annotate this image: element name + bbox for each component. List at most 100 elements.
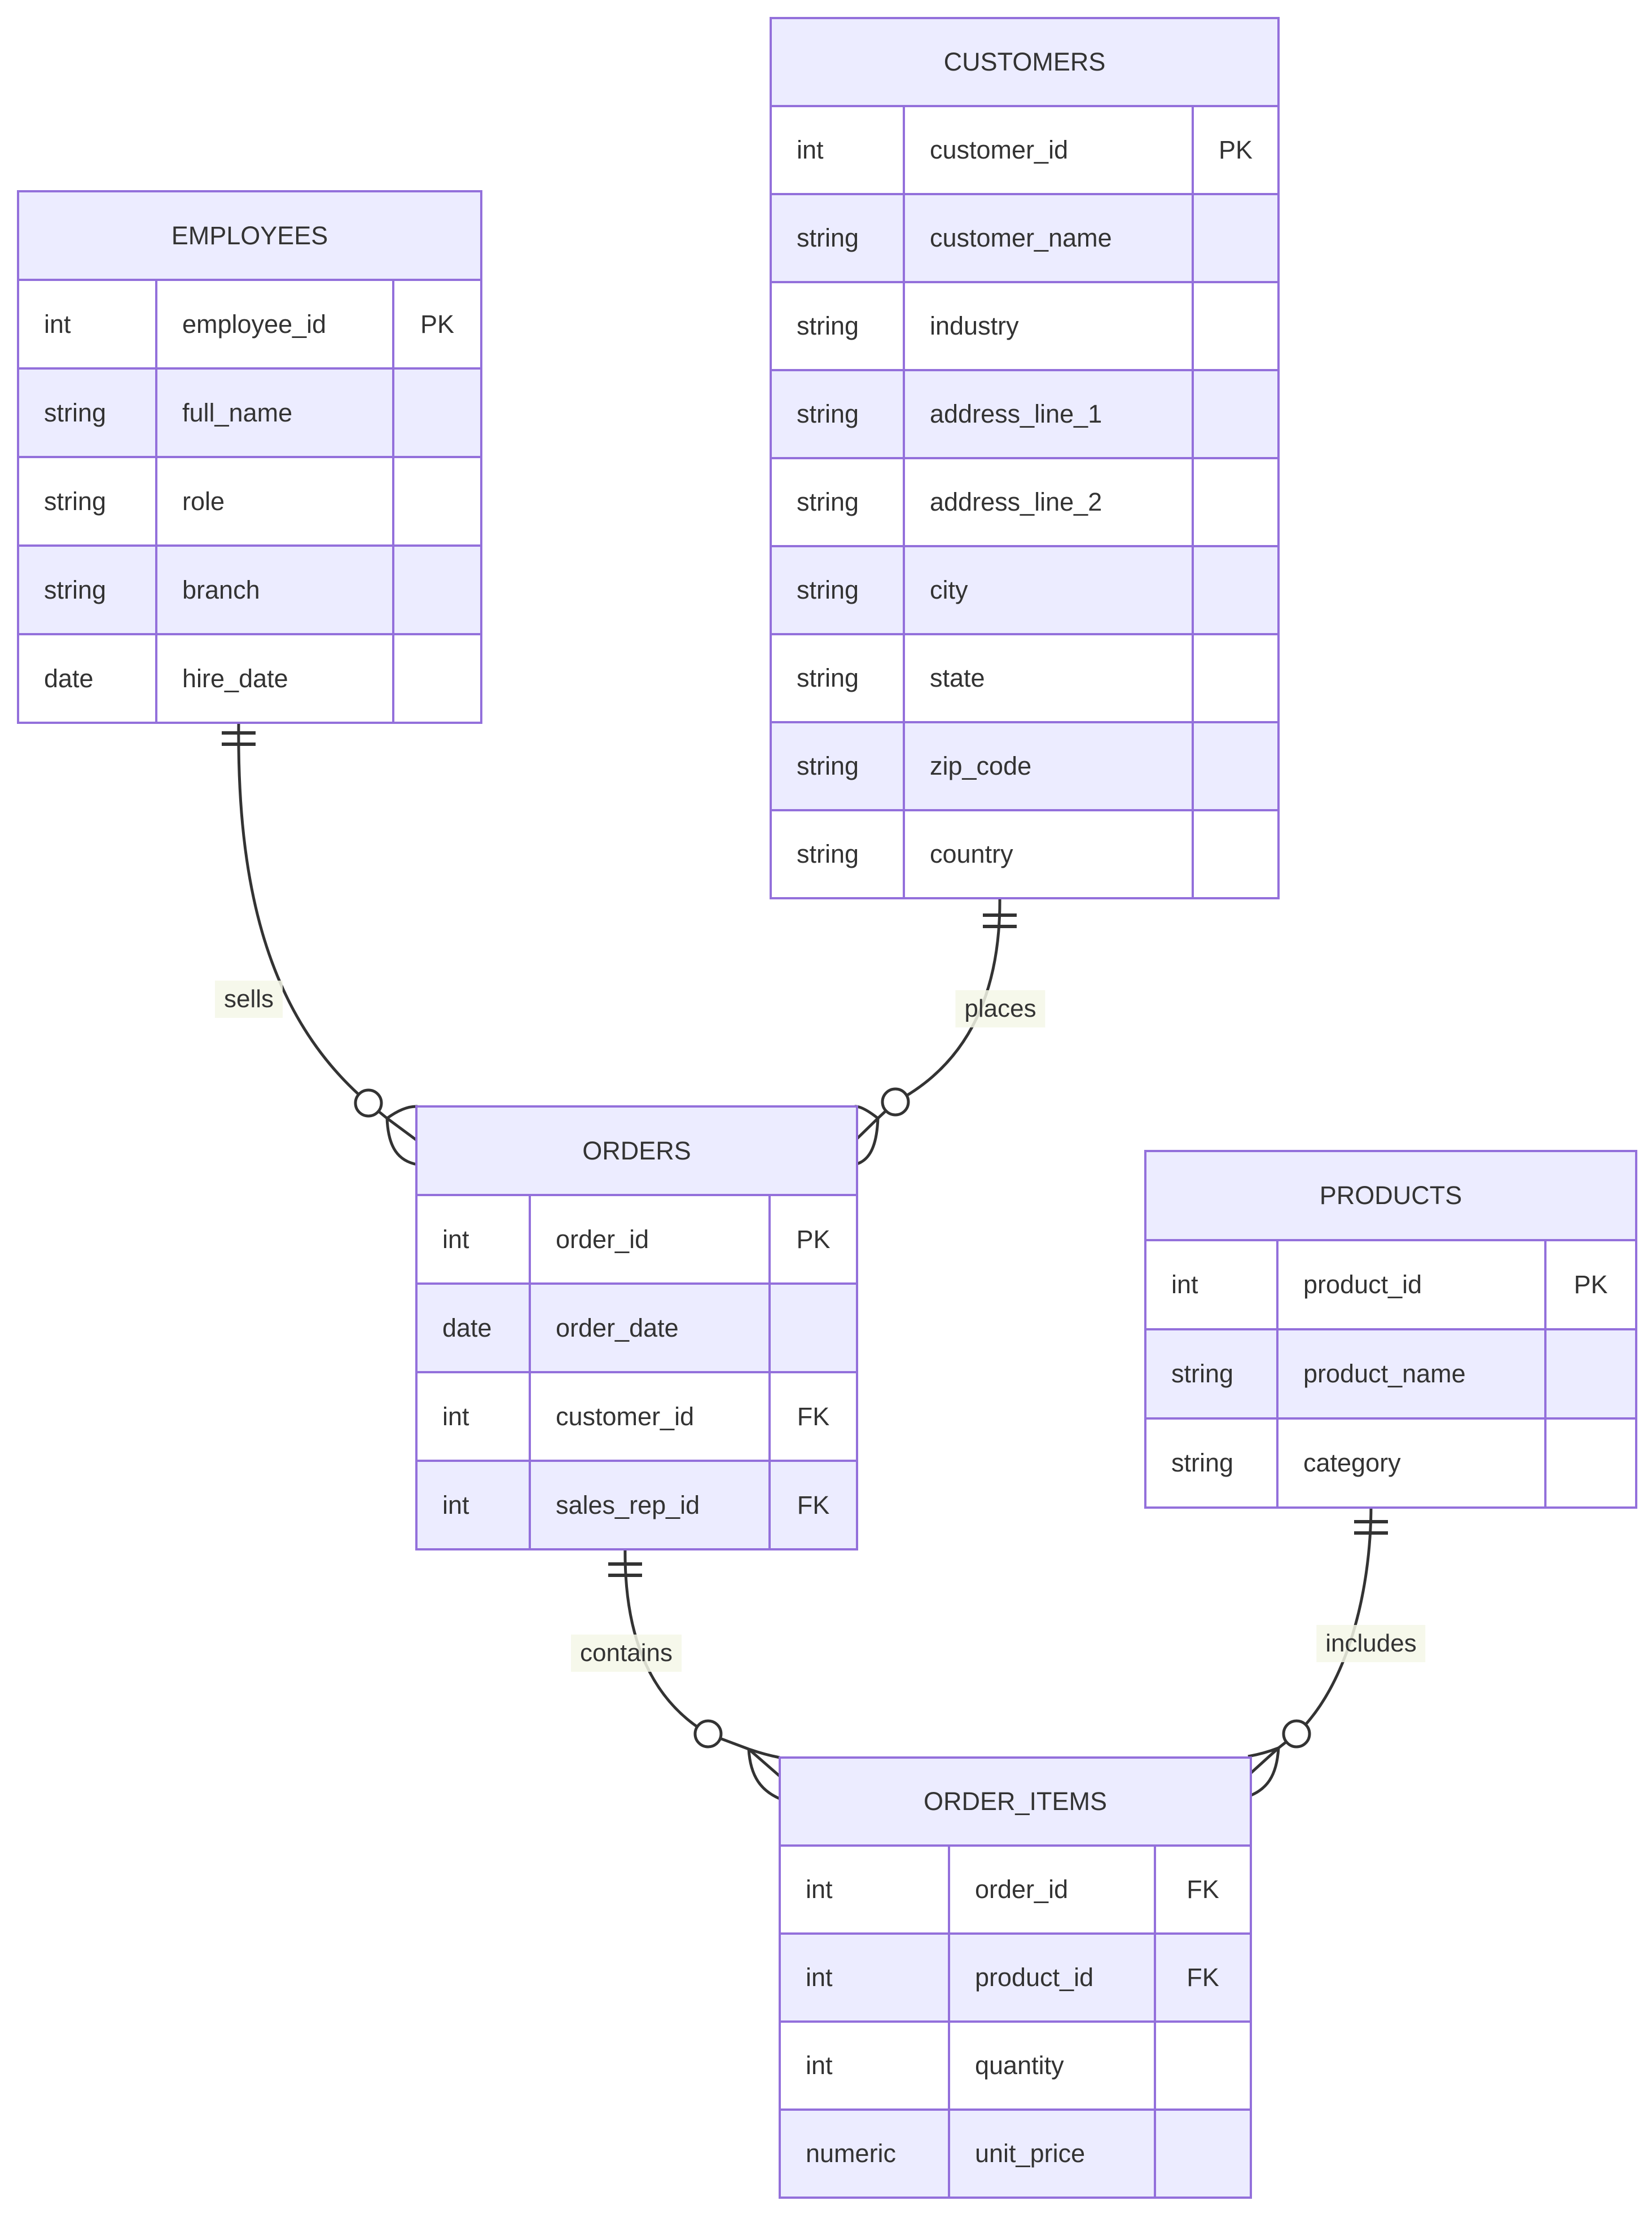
entity-employees: EMPLOYEES int employee_id PK string full… — [16, 190, 483, 724]
attr-key: PK — [768, 1194, 859, 1285]
attr-name: industry — [903, 281, 1194, 371]
attr-key: PK — [1544, 1239, 1638, 1330]
attr-name: category — [1276, 1417, 1546, 1509]
attr-key — [1153, 2108, 1253, 2199]
relationship-label-places: places — [955, 990, 1045, 1027]
attr-key — [1191, 633, 1280, 723]
attr-type: string — [770, 545, 905, 635]
attr-key — [1191, 369, 1280, 459]
attr-row: int quantity — [779, 2020, 1253, 2111]
attr-type: string — [770, 369, 905, 459]
attr-name: order_id — [948, 1844, 1156, 1935]
attr-type: string — [1144, 1328, 1278, 1420]
sells-zero-circle — [354, 1088, 383, 1118]
attr-key: FK — [1153, 1932, 1253, 2023]
attr-row: date order_date — [415, 1282, 859, 1373]
attr-key: PK — [1191, 105, 1280, 195]
attr-name: sales_rep_id — [529, 1460, 771, 1550]
attr-key — [392, 367, 483, 458]
attr-row: numeric unit_price — [779, 2108, 1253, 2199]
places-crowfoot-mid — [854, 1117, 879, 1142]
attr-row: int customer_id FK — [415, 1371, 859, 1462]
attr-row: int order_id FK — [779, 1844, 1253, 1935]
attr-type: int — [1144, 1239, 1278, 1330]
attr-type: int — [17, 279, 157, 370]
attr-key — [1544, 1328, 1638, 1420]
attr-row: int product_id PK — [1144, 1239, 1638, 1330]
attr-type: string — [1144, 1417, 1278, 1509]
attr-name: zip_code — [903, 721, 1194, 811]
attr-type: numeric — [779, 2108, 950, 2199]
places-crowfoot-bottom — [854, 1118, 880, 1166]
relationship-label-contains: contains — [571, 1635, 682, 1672]
attr-row: string state — [770, 633, 1280, 723]
attr-name: address_line_2 — [903, 457, 1194, 547]
sells-line — [237, 721, 388, 1119]
attr-row: int sales_rep_id FK — [415, 1460, 859, 1550]
attr-key — [1191, 809, 1280, 899]
attr-type: int — [415, 1371, 531, 1462]
attr-name: quantity — [948, 2020, 1156, 2111]
attr-row: string country — [770, 809, 1280, 899]
attr-row: int product_id FK — [779, 1932, 1253, 2023]
attr-type: string — [770, 633, 905, 723]
contains-zero-circle — [693, 1719, 723, 1749]
entity-header-row: EMPLOYEES — [16, 190, 483, 281]
attr-name: role — [155, 456, 394, 547]
entity-title: PRODUCTS — [1144, 1150, 1638, 1241]
attr-name: country — [903, 809, 1194, 899]
entity-order-items: ORDER_ITEMS int order_id FK int product_… — [778, 1756, 1253, 2199]
attr-row: int employee_id PK — [17, 279, 483, 370]
attr-name: customer_id — [529, 1371, 771, 1462]
attr-type: int — [779, 1844, 950, 1935]
attr-type: string — [770, 809, 905, 899]
relationship-label-sells: sells — [214, 981, 283, 1018]
attr-key — [1153, 2020, 1253, 2111]
attr-row: int customer_id PK — [770, 105, 1280, 195]
places-crowfoot-top — [854, 1105, 879, 1119]
attr-key: FK — [768, 1371, 859, 1462]
entity-header-row: CUSTOMERS — [769, 17, 1280, 107]
attr-row: int order_id PK — [415, 1194, 859, 1285]
attr-name: product_id — [1276, 1239, 1546, 1330]
attr-key — [392, 633, 483, 724]
entity-orders: ORDERS int order_id PK date order_date i… — [415, 1105, 859, 1550]
relationship-sells — [222, 721, 419, 1166]
attr-name: city — [903, 545, 1194, 635]
attr-key: FK — [768, 1460, 859, 1550]
attr-key — [1191, 721, 1280, 811]
attr-row: string city — [770, 545, 1280, 635]
attr-name: customer_name — [903, 193, 1194, 283]
attr-key: FK — [1153, 1844, 1253, 1935]
attr-name: branch — [155, 544, 394, 635]
attr-type: string — [770, 281, 905, 371]
attr-name: product_id — [948, 1932, 1156, 2023]
entity-title: CUSTOMERS — [769, 17, 1280, 107]
attr-type: string — [770, 193, 905, 283]
attr-key — [1191, 457, 1280, 547]
attr-type: int — [779, 2020, 950, 2111]
attr-row: string role — [17, 456, 483, 547]
entity-title: ORDERS — [415, 1105, 859, 1196]
entity-title: ORDER_ITEMS — [778, 1756, 1253, 1847]
entity-title: EMPLOYEES — [16, 190, 483, 281]
attr-type: string — [770, 721, 905, 811]
attr-name: order_id — [529, 1194, 771, 1285]
contains-crowfoot-bottom — [747, 1749, 781, 1800]
includes-crowfoot-bottom — [1247, 1747, 1280, 1798]
entity-header-row: ORDERS — [415, 1105, 859, 1196]
sells-crowfoot-top — [386, 1105, 418, 1120]
attr-key — [1544, 1417, 1638, 1509]
attr-type: string — [17, 456, 157, 547]
places-zero-circle — [881, 1087, 910, 1117]
attr-name: order_date — [529, 1282, 771, 1373]
relationship-places — [854, 895, 1017, 1166]
attr-type: date — [415, 1282, 531, 1373]
attr-name: product_name — [1276, 1328, 1546, 1420]
attr-type: string — [17, 544, 157, 635]
attr-name: full_name — [155, 367, 394, 458]
attr-row: string category — [1144, 1417, 1638, 1509]
attr-key — [1191, 193, 1280, 283]
attr-row: string branch — [17, 544, 483, 635]
